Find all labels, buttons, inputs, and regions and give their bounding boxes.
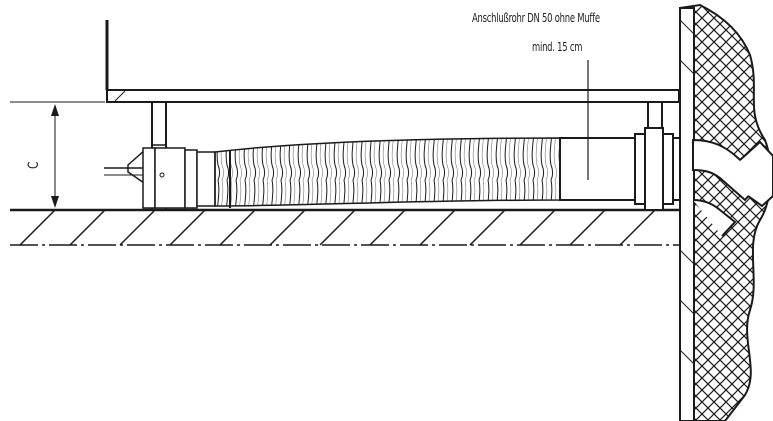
- dimension-label-c: C: [26, 161, 42, 169]
- slab-hatching: [19, 209, 656, 246]
- annotation-line1: Anschlußrohr DN 50 ohne Muffe: [472, 11, 600, 25]
- flex-hose: [214, 137, 561, 207]
- drain-body: [104, 147, 216, 209]
- dimension-arrow-top: [51, 104, 59, 116]
- annotation-line2: mind. 15 cm: [532, 40, 583, 54]
- floor-plate-hatch: [114, 90, 126, 102]
- floor-plate: [106, 89, 680, 103]
- wall-face: [679, 7, 695, 421]
- dimension-arrow-bottom: [51, 196, 59, 208]
- wall-elbow-fitting: [692, 138, 773, 237]
- connecting-pipe: [559, 127, 694, 211]
